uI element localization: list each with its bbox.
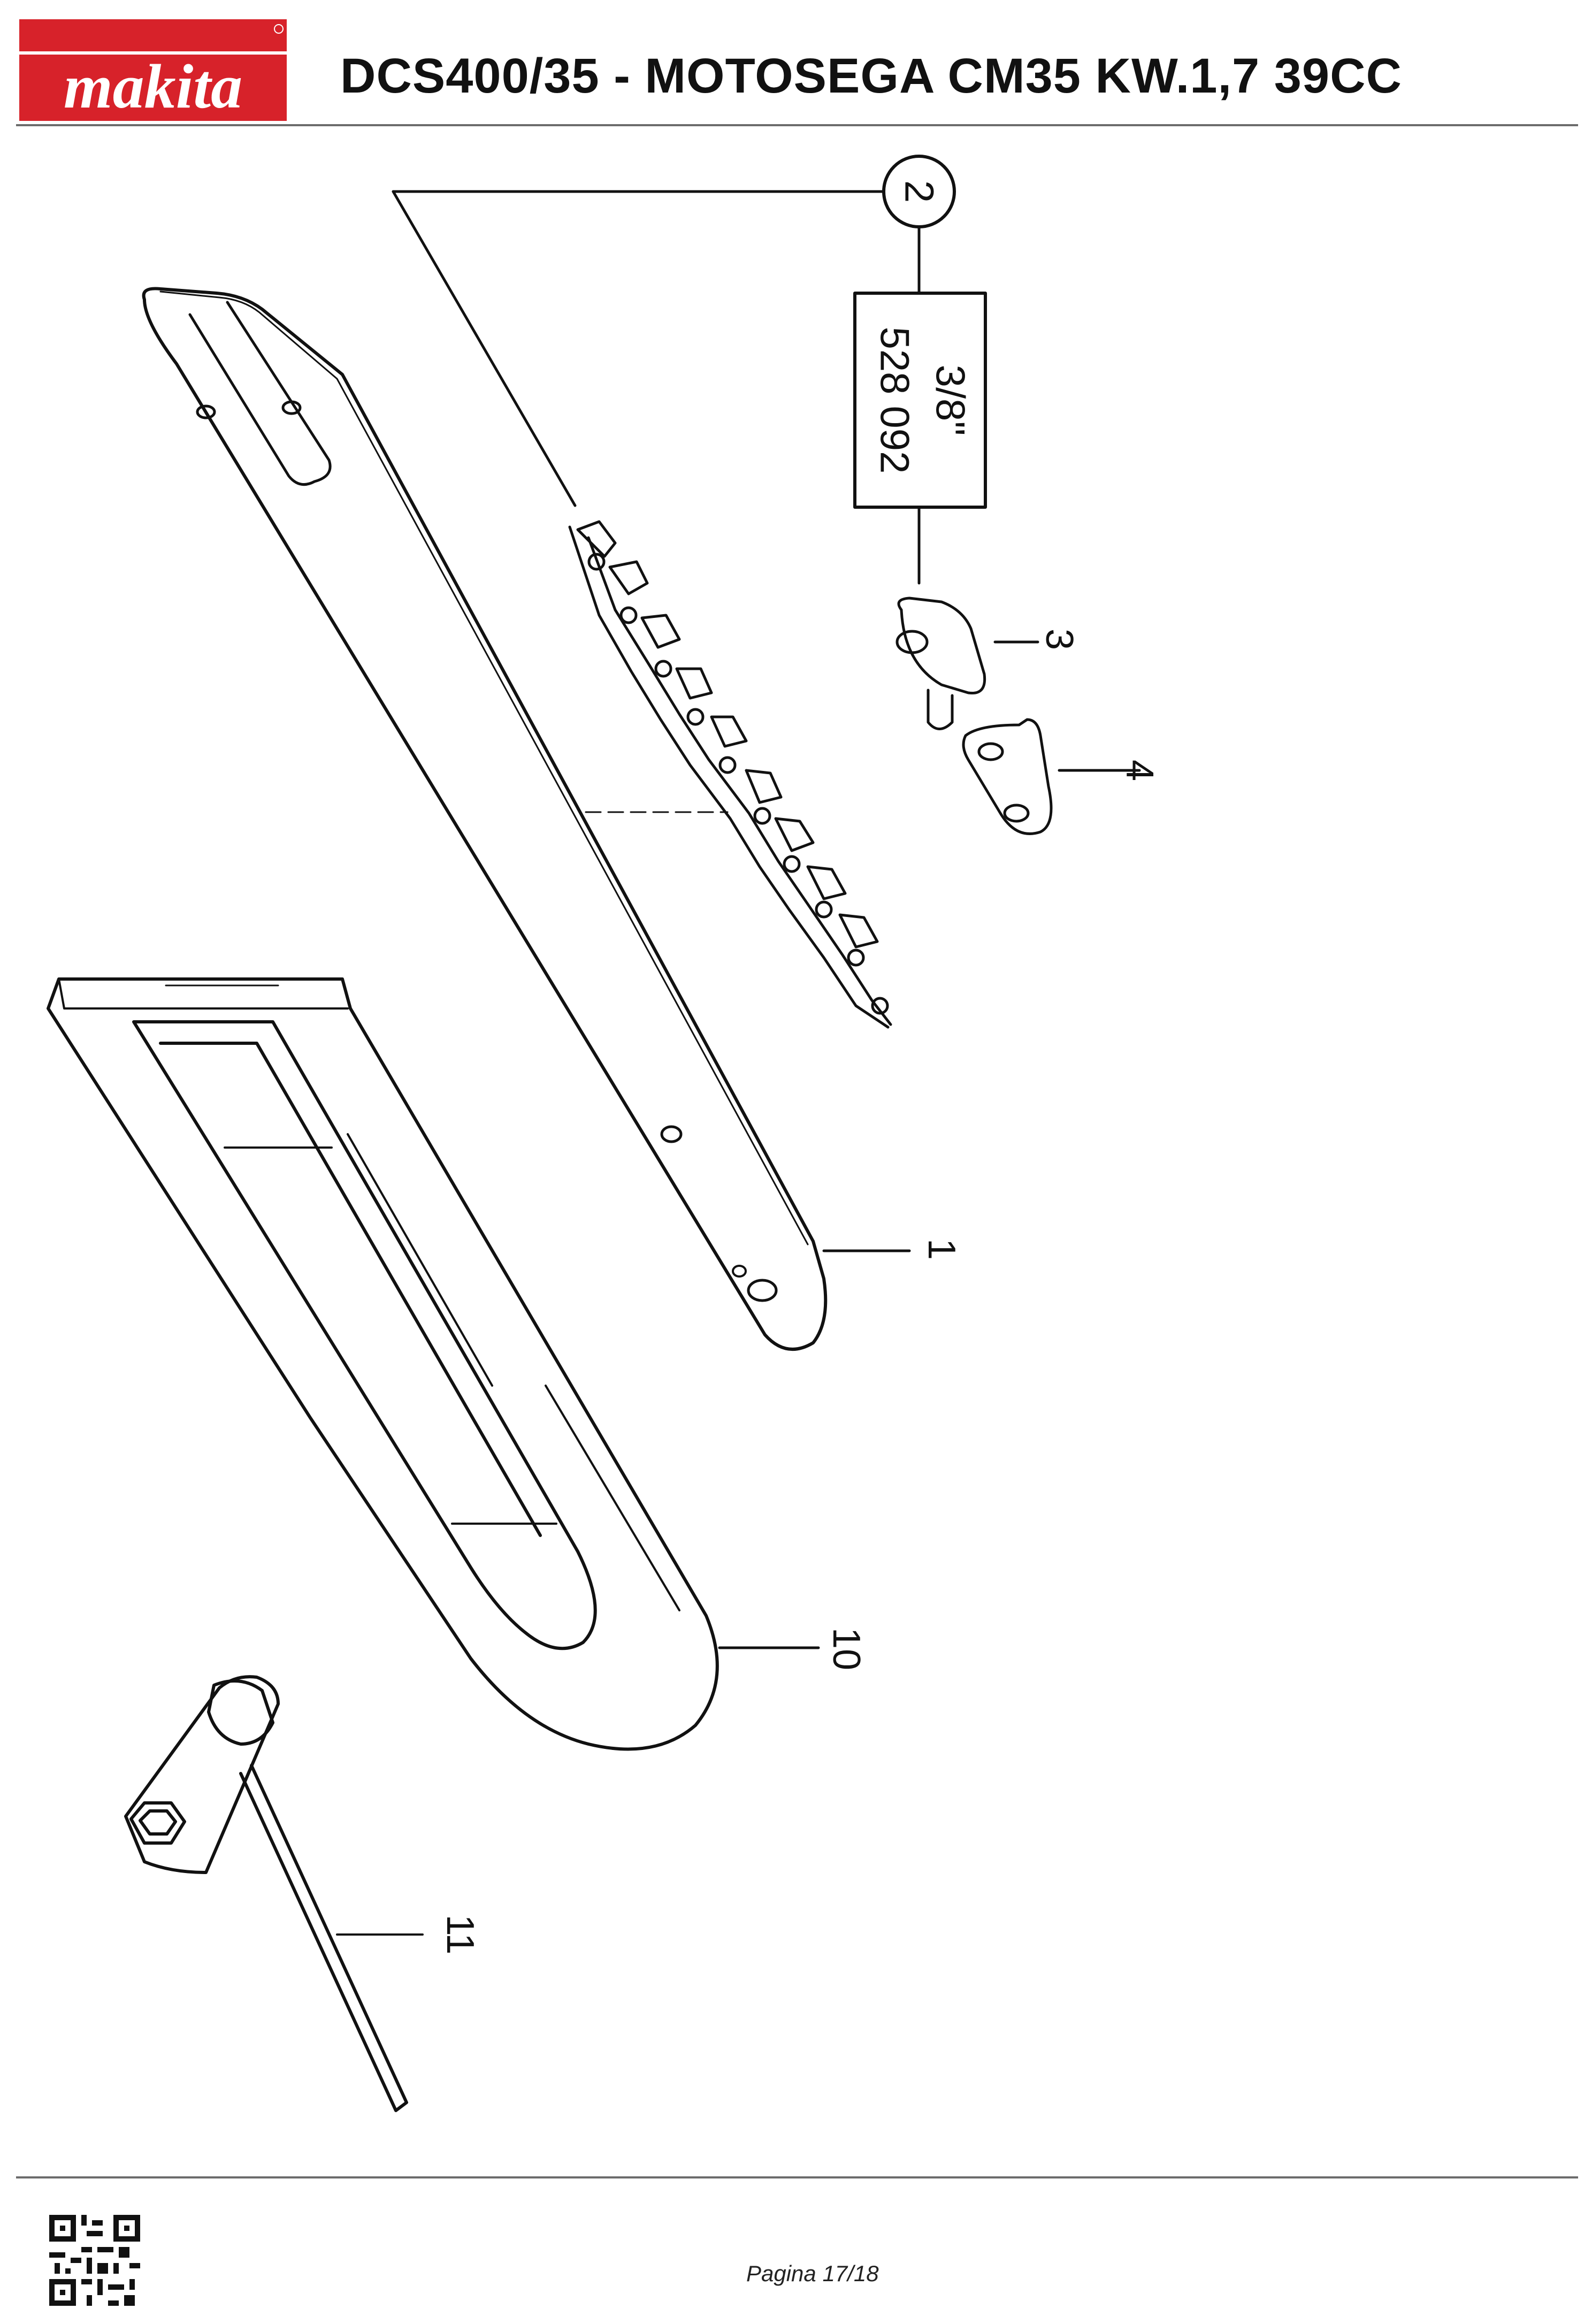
callout-2: 2	[392, 155, 956, 507]
exploded-parts-diagram: 2 3/8" 528 092	[47, 155, 1161, 2112]
footer-divider	[16, 2176, 1578, 2178]
bar-guard: 10	[47, 977, 868, 1751]
chain-spec-box: 3/8" 528 092	[853, 292, 987, 585]
brand-text: makita	[64, 51, 242, 121]
page-number: Pagina 17/18	[746, 2261, 879, 2286]
t-wrench: 11	[124, 1675, 481, 2112]
callout-10-label: 10	[825, 1627, 868, 1670]
chain-part-number: 528 092	[872, 327, 917, 474]
callout-1: 1	[822, 1239, 963, 1260]
callout-1-label: 1	[920, 1239, 963, 1260]
guide-bar	[142, 287, 828, 1351]
callout-3-label: 3	[1038, 629, 1081, 650]
page-title: DCS400/35 - MOTOSEGA CM35 KW.1,7 39CC	[340, 49, 1402, 103]
chain-pitch: 3/8"	[928, 365, 973, 436]
makita-logo: makita	[19, 19, 287, 121]
callout-2-label: 2	[897, 180, 942, 203]
callout-4-label: 4	[1118, 760, 1161, 781]
qr-code	[49, 2215, 140, 2306]
plate-part: 4	[962, 718, 1161, 835]
callout-11-label: 11	[439, 1915, 481, 1955]
washer-part: 3	[896, 597, 1081, 730]
header-divider	[16, 124, 1578, 126]
saw-chain	[568, 520, 892, 1029]
